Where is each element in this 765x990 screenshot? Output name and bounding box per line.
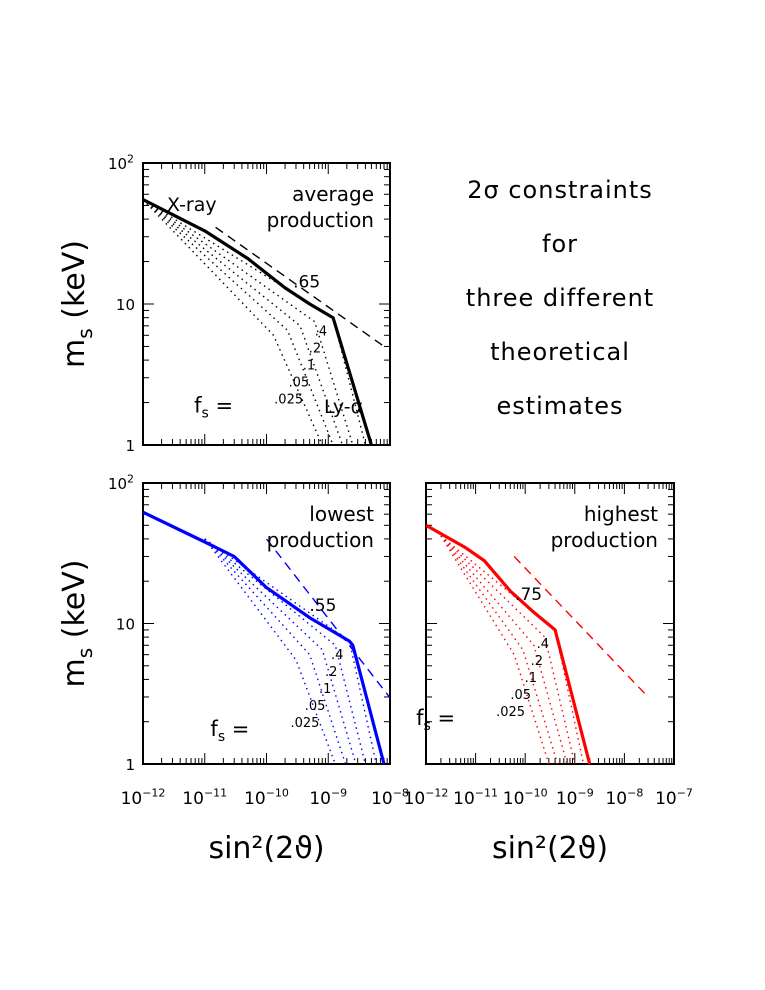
note-line-3: three different xyxy=(465,284,655,312)
note-line-1: 2σ constraints xyxy=(467,176,653,204)
panel-label-top: average xyxy=(292,182,374,206)
fs-value-label: .05 xyxy=(305,699,326,714)
y-axis-title: ms (keV) xyxy=(57,240,97,368)
panel-label-bottom: production xyxy=(267,208,374,232)
fs-line-2 xyxy=(440,535,568,764)
panel-label-bottom: production xyxy=(551,528,658,552)
lya-label: Ly-α xyxy=(324,396,363,418)
dashed-label: .55 xyxy=(309,596,336,616)
y-tick-label: 102 xyxy=(108,472,134,493)
x-tick-label: 10−11 xyxy=(453,786,498,809)
x-tick-label: 10−12 xyxy=(121,786,166,809)
dashed-label: .65 xyxy=(293,273,320,293)
y-tick-label: 10 xyxy=(116,616,135,634)
fs-value-label: .2 xyxy=(309,342,321,357)
fs-value-label: .05 xyxy=(510,688,531,703)
constraint-line xyxy=(143,510,386,764)
dashed-line xyxy=(265,538,390,699)
panel-label-bottom: production xyxy=(267,528,374,552)
fs-line-0 xyxy=(440,535,585,764)
fs-line-3 xyxy=(143,199,334,445)
dashed-line xyxy=(513,556,649,698)
x-tick-label: 10−9 xyxy=(309,786,347,809)
x-tick-label: 10−11 xyxy=(182,786,227,809)
fs-line-1 xyxy=(143,199,354,445)
x-axis-title: sin²(2ϑ) xyxy=(492,831,608,866)
y-tick-label: 102 xyxy=(108,152,134,173)
x-tick-label: 10−10 xyxy=(503,786,548,809)
fs-value-label: .025 xyxy=(290,716,319,731)
fs-line-1 xyxy=(440,535,576,764)
dashed-label: .75 xyxy=(515,585,542,605)
fs-value-label: .4 xyxy=(537,637,549,652)
panel-label-top: lowest xyxy=(309,502,374,526)
x-tick-label: 10−9 xyxy=(556,786,594,809)
x-tick-label: 10−8 xyxy=(371,786,409,809)
constraint-line xyxy=(426,523,592,764)
fs-symbol: fs = xyxy=(210,717,249,745)
fs-line-1 xyxy=(204,538,367,764)
xray-label: X-ray xyxy=(167,194,217,216)
fs-line-4 xyxy=(440,535,550,764)
x-tick-label: 10−7 xyxy=(655,786,693,809)
fs-value-label: .05 xyxy=(288,376,309,391)
chart-panel-lowest: 10−12 10−11 10−10 10−9 10−8 1 10 102 lowestprodu… xyxy=(57,472,409,866)
x-tick-label: 10−8 xyxy=(605,786,643,809)
fs-value-label: .1 xyxy=(525,671,537,686)
dashed-line xyxy=(215,226,385,347)
x-tick-label: 10−10 xyxy=(244,786,289,809)
fs-value-label: .4 xyxy=(331,648,343,663)
panel-label-top: highest xyxy=(584,502,658,526)
y-tick-label: 10 xyxy=(116,296,135,314)
fs-line-2 xyxy=(143,199,344,445)
fs-line-4 xyxy=(143,199,323,445)
y-tick-label: 1 xyxy=(125,756,135,774)
y-axis-title: ms (keV) xyxy=(57,560,97,688)
fs-symbol: fs = xyxy=(194,394,233,422)
fs-value-label: .1 xyxy=(303,359,315,374)
note-line-2: for xyxy=(542,230,578,258)
x-tick-label: 10−12 xyxy=(404,786,449,809)
constraint-line xyxy=(143,198,373,445)
fs-value-label: .2 xyxy=(531,654,543,669)
fs-value-label: .1 xyxy=(319,682,331,697)
fs-value-label: .025 xyxy=(274,393,303,408)
fs-value-label: .2 xyxy=(325,665,337,680)
y-tick-label: 1 xyxy=(125,437,135,455)
note-line-5: estimates xyxy=(496,392,624,420)
note-line-4: theoretical xyxy=(490,338,630,366)
x-axis-title: sin²(2ϑ) xyxy=(208,831,324,866)
fs-value-label: .025 xyxy=(496,705,525,720)
fs-value-label: .4 xyxy=(315,325,327,340)
fs-line-4 xyxy=(204,538,336,764)
fs-symbol: fs = xyxy=(416,706,455,734)
